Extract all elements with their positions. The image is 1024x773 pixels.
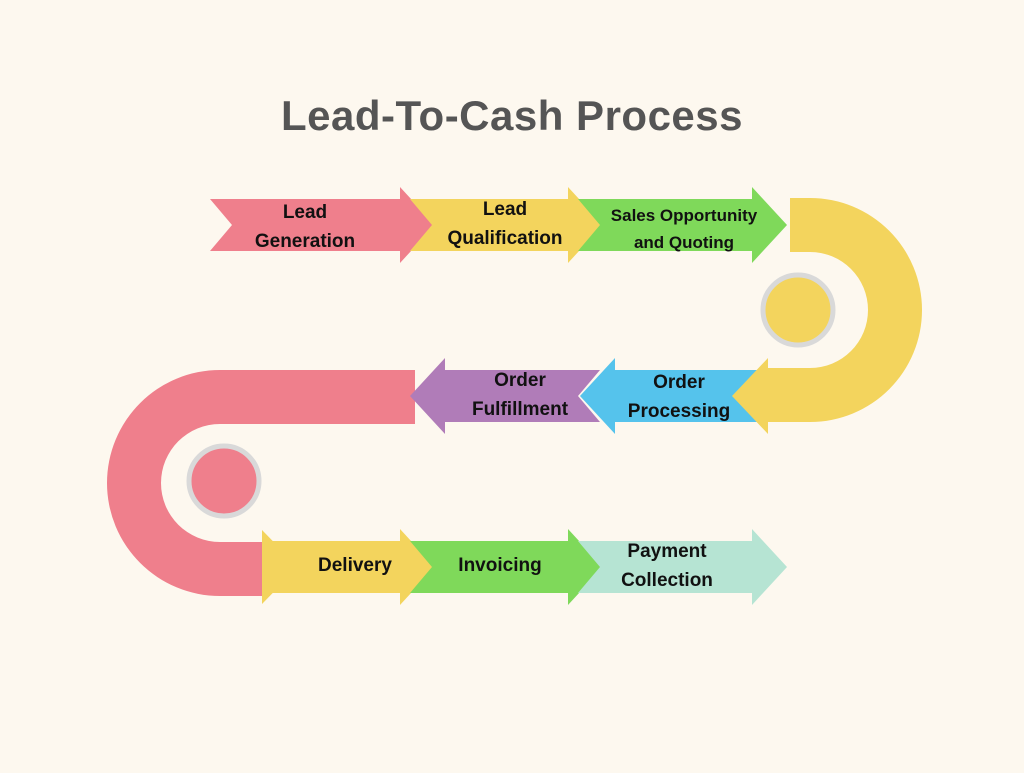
step-label-order-processing: Order Processing — [606, 368, 752, 426]
step-label-line: Sales Opportunity — [610, 206, 758, 225]
step-arrow-payment-collection — [578, 529, 787, 605]
step-label-invoicing: Invoicing — [430, 551, 570, 580]
step-label-sales-opportunity: Sales Opportunity and Quoting — [590, 202, 778, 256]
step-arrow-delivery — [262, 529, 435, 605]
step-label-line: Lead — [482, 199, 528, 220]
step-arrow-lead-generation — [210, 187, 435, 263]
step-label-line: Lead — [282, 202, 328, 223]
page-title: Lead-To-Cash Process — [280, 92, 743, 139]
step-label-order-fulfillment: Order Fulfillment — [445, 366, 595, 424]
step-arrow-order-processing — [580, 358, 768, 434]
step-label-lead-qualification: Lead Qualification — [430, 195, 580, 253]
step-label-line: Collection — [621, 570, 713, 591]
step-label-line: Processing — [627, 401, 731, 422]
right-u-turn-connector — [760, 198, 922, 422]
step-arrow-order-fulfillment — [410, 358, 600, 434]
step-label-delivery: Delivery — [285, 551, 425, 580]
step-label-line: and Quoting — [633, 233, 735, 252]
step-label-lead-generation: Lead Generation — [230, 198, 380, 256]
step-label-line: Generation — [254, 231, 356, 252]
left-ring-decoration — [186, 443, 262, 519]
step-label-line: Qualification — [447, 228, 563, 249]
step-label-line: Order — [494, 370, 546, 391]
step-label-payment-collection: Payment Collection — [592, 537, 742, 595]
step-label-line: Delivery — [318, 555, 392, 576]
right-connector-arrowhead — [732, 358, 768, 434]
left-connector-arrowhead — [262, 530, 298, 604]
left-u-turn-connector — [107, 370, 415, 596]
right-ring-decoration — [760, 272, 836, 348]
step-arrow-sales-opportunity — [578, 187, 787, 263]
step-label-line: Invoicing — [458, 555, 542, 576]
step-label-line: Order — [653, 372, 705, 393]
step-arrow-invoicing — [410, 529, 603, 605]
step-label-line: Payment — [627, 541, 707, 562]
step-arrow-lead-qualification — [410, 187, 603, 263]
step-label-line: Fulfillment — [471, 399, 569, 420]
